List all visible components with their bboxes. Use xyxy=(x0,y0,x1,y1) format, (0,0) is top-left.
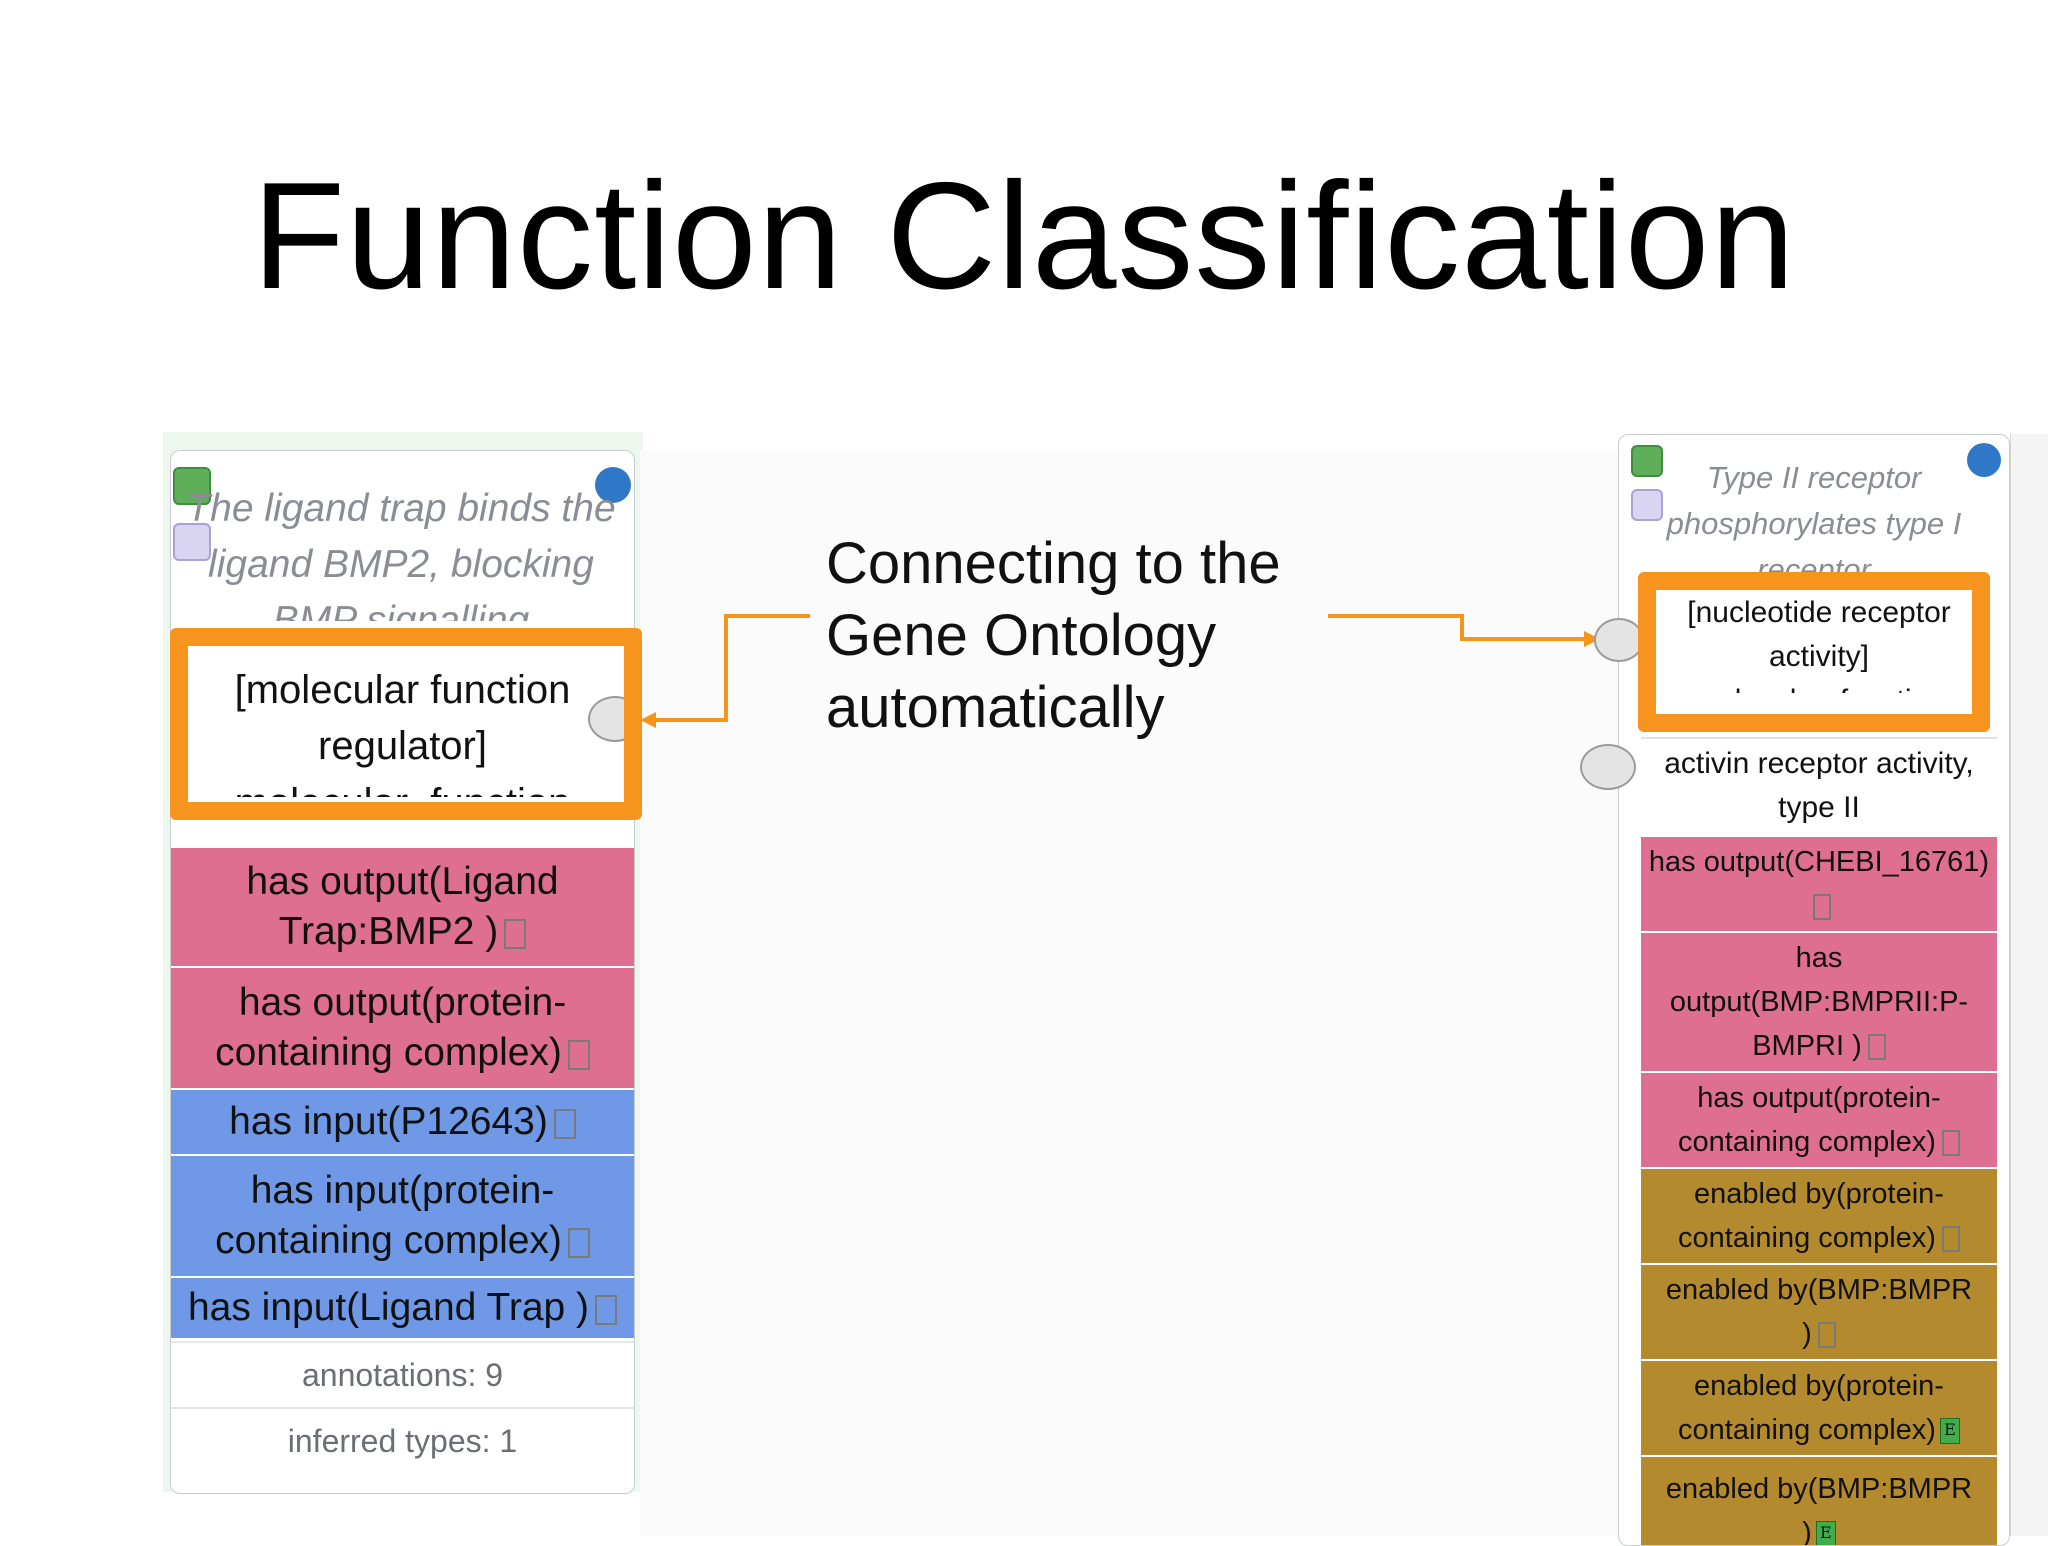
go-term-cell[interactable]: [nucleotide receptor activity] xyxy=(1641,587,1997,681)
relation-row[interactable]: has input(P12643) xyxy=(171,1088,634,1154)
right-highlight-box xyxy=(1638,572,1990,732)
annotations-count: annotations: 9 xyxy=(171,1341,634,1407)
left-highlight-box xyxy=(170,628,642,820)
green-square-icon[interactable] xyxy=(173,467,211,505)
relation-row[interactable]: has input(Ligand Trap ) xyxy=(171,1276,634,1338)
evidence-checkbox[interactable] xyxy=(1817,1322,1836,1349)
relation-label: has output(Ligand Trap:BMP2 ) xyxy=(246,860,559,953)
evidence-checkbox[interactable] xyxy=(1813,894,1831,921)
relation-label: has output(BMP:BMPRII:P-BMPRI ) xyxy=(1669,942,1969,1062)
relation-row[interactable]: has output(Ligand Trap:BMP2 ) xyxy=(171,846,634,966)
lilac-square-icon[interactable] xyxy=(1631,489,1663,521)
relation-label: enabled by(BMP:BMPR ) xyxy=(1665,1274,1973,1350)
relation-row[interactable]: has output(protein-containing complex) xyxy=(1641,1071,1997,1167)
activity-label: activin receptor activity, type II xyxy=(1664,747,1974,824)
lilac-square-icon[interactable] xyxy=(173,523,211,561)
evidence-badge[interactable]: E xyxy=(1939,1418,1960,1445)
activity-description: The ligand trap binds the ligand BMP2, b… xyxy=(186,487,616,621)
go-root-label: molecular_function xyxy=(171,777,634,797)
relation-label: has output(protein-containing complex) xyxy=(1678,1082,1941,1158)
relation-label: has input(Ligand Trap ) xyxy=(187,1286,590,1330)
green-square-icon[interactable] xyxy=(1631,445,1663,477)
relation-label: enabled by(protein-containing complex) xyxy=(1678,1370,1944,1446)
evidence-checkbox[interactable] xyxy=(1941,1130,1960,1157)
relation-label: has output(CHEBI_16761) xyxy=(1648,846,1990,878)
relation-row[interactable]: has output(protein-containing complex) xyxy=(171,966,634,1088)
go-root-label: molecular_function xyxy=(1641,681,1997,693)
slide-title: Function Classification xyxy=(252,151,1796,321)
relation-row[interactable]: has output(CHEBI_16761) xyxy=(1641,835,1997,931)
go-term-label: [molecular function regulator] xyxy=(234,668,571,768)
go-term-cell[interactable]: [molecular function regulator] xyxy=(171,657,634,777)
relation-row[interactable]: has output(BMP:BMPRII:P-BMPRI ) xyxy=(1641,931,1997,1071)
relation-label: has input(protein-containing complex) xyxy=(215,1169,562,1262)
neighbor-card-edge xyxy=(2010,434,2048,1536)
activity-description: Type II receptor phosphorylates type I r… xyxy=(1666,460,1962,575)
evidence-checkbox[interactable] xyxy=(504,918,527,949)
connector-node[interactable] xyxy=(1580,744,1636,790)
evidence-checkbox[interactable] xyxy=(1941,1226,1960,1253)
relation-label: has output(protein-containing complex) xyxy=(215,981,567,1074)
inferred-types-count: inferred types: 1 xyxy=(171,1407,634,1473)
relation-row[interactable]: enabled by(BMP:BMPR ) xyxy=(1641,1263,1997,1359)
evidence-badge[interactable]: E xyxy=(1815,1521,1836,1545)
activity-cell[interactable]: activin receptor activity, type II xyxy=(1641,737,1997,833)
connector-node[interactable] xyxy=(1594,618,1644,662)
caption-text: Connecting to the Gene Ontology automati… xyxy=(826,531,1281,740)
evidence-checkbox[interactable] xyxy=(567,1039,590,1070)
relation-row[interactable]: has input(protein-containing complex) xyxy=(171,1154,634,1276)
evidence-checkbox[interactable] xyxy=(567,1227,590,1258)
blue-dot-icon[interactable] xyxy=(1967,443,2001,477)
evidence-checkbox[interactable] xyxy=(553,1108,576,1139)
relation-row[interactable]: enabled by(BMP:BMPR )E xyxy=(1641,1455,1997,1546)
evidence-checkbox[interactable] xyxy=(595,1294,618,1325)
relation-row[interactable]: enabled by(protein-containing complex)E xyxy=(1641,1359,1997,1455)
left-activity-card[interactable]: The ligand trap binds the ligand BMP2, b… xyxy=(170,450,635,1494)
relation-label: enabled by(BMP:BMPR ) xyxy=(1665,1473,1973,1546)
blue-dot-icon[interactable] xyxy=(595,467,631,503)
go-term-label: [nucleotide receptor activity] xyxy=(1687,596,1951,673)
relation-row[interactable]: enabled by(protein-containing complex) xyxy=(1641,1167,1997,1263)
right-activity-card[interactable]: Type II receptor phosphorylates type I r… xyxy=(1618,434,2010,1546)
relation-label: enabled by(protein-containing complex) xyxy=(1678,1178,1944,1254)
evidence-checkbox[interactable] xyxy=(1867,1034,1886,1061)
relation-label: has input(P12643) xyxy=(229,1100,548,1144)
